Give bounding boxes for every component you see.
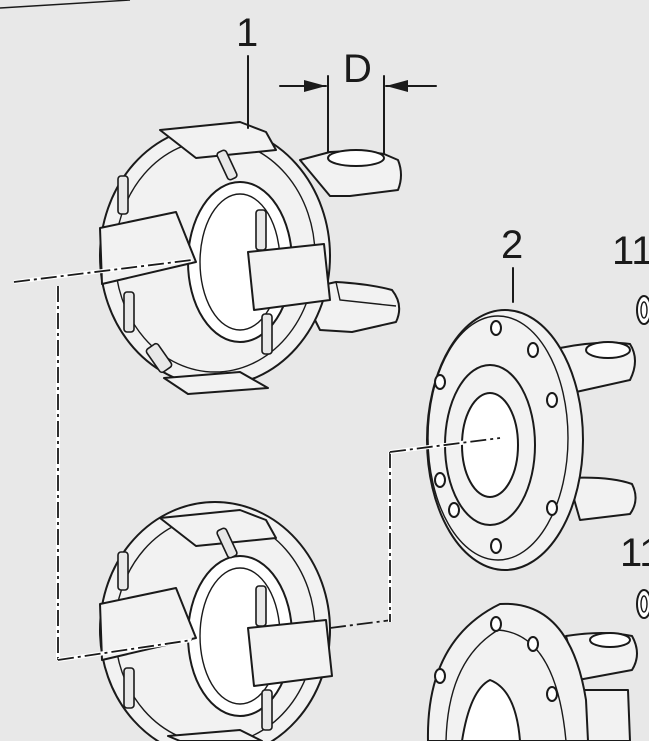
bolt-hole bbox=[527, 636, 539, 652]
label-part-1: 1 bbox=[236, 11, 258, 55]
ring-band-right bbox=[247, 619, 333, 687]
yoke-upper-bore bbox=[327, 149, 385, 167]
frame-edge-line bbox=[0, 0, 131, 9]
ring-band-top bbox=[159, 121, 277, 159]
ring-slot bbox=[255, 209, 267, 251]
part-11-clip-bottom bbox=[636, 589, 649, 619]
flange-rim bbox=[427, 315, 569, 561]
bolt-hole bbox=[527, 342, 539, 358]
center-line-top-ring bbox=[13, 259, 193, 283]
ring-slot bbox=[255, 585, 267, 627]
assembly-center-lines bbox=[13, 258, 501, 662]
part-1-top-assembly bbox=[99, 121, 402, 395]
ring-band-top bbox=[159, 509, 277, 547]
ring-slot bbox=[145, 342, 173, 374]
yoke-lower-ear bbox=[567, 476, 637, 521]
part-2-flange-yoke bbox=[426, 309, 637, 571]
label-part-11-bottom: 11 bbox=[620, 531, 649, 575]
ring-slot bbox=[123, 291, 135, 333]
ring-band-bottom bbox=[167, 729, 263, 741]
bolt-hole bbox=[434, 668, 446, 684]
ring-slot bbox=[261, 313, 273, 355]
ring-slot bbox=[117, 551, 129, 591]
yoke-lower-ear-edge bbox=[335, 281, 397, 307]
center-line-flange bbox=[389, 437, 501, 453]
ring-slot bbox=[216, 527, 238, 559]
part-2-bottom-flange bbox=[426, 602, 638, 741]
part-11-clip-top bbox=[636, 295, 649, 325]
ring-slot bbox=[261, 689, 273, 731]
center-line-bottom-ring bbox=[57, 639, 193, 661]
bolt-hole bbox=[490, 320, 502, 336]
flange-hub bbox=[461, 679, 521, 741]
ring-band-bottom bbox=[163, 371, 269, 395]
bolt-hole bbox=[490, 538, 502, 554]
ring-slot bbox=[216, 149, 238, 181]
dimension-d: D bbox=[279, 47, 437, 161]
ring-band-right bbox=[247, 243, 331, 311]
dimension-arrow-right bbox=[386, 80, 408, 92]
dimension-arrow-left bbox=[304, 80, 326, 92]
bolt-hole bbox=[490, 616, 502, 632]
ring-slot bbox=[117, 175, 129, 215]
clip-inner bbox=[640, 301, 648, 319]
yoke-upper-bore bbox=[585, 341, 631, 359]
label-part-2: 2 bbox=[501, 223, 523, 267]
dimension-label: D bbox=[343, 47, 372, 91]
center-line-bottom-right bbox=[329, 619, 393, 629]
label-part-11-top: 11 bbox=[612, 229, 649, 273]
ring-band-left bbox=[99, 211, 197, 285]
part-1-bottom-ring bbox=[99, 501, 333, 741]
yoke-upper-bore bbox=[589, 632, 631, 648]
bolt-hole bbox=[546, 500, 558, 516]
flange-outer bbox=[426, 602, 589, 741]
bolt-hole bbox=[546, 392, 558, 408]
ring-slot bbox=[123, 667, 135, 709]
bolt-hole bbox=[434, 374, 446, 390]
clip-inner bbox=[640, 595, 648, 613]
bolt-hole bbox=[546, 686, 558, 702]
flange-bore bbox=[461, 392, 519, 498]
bolt-hole bbox=[448, 502, 460, 518]
bolt-hole bbox=[434, 472, 446, 488]
